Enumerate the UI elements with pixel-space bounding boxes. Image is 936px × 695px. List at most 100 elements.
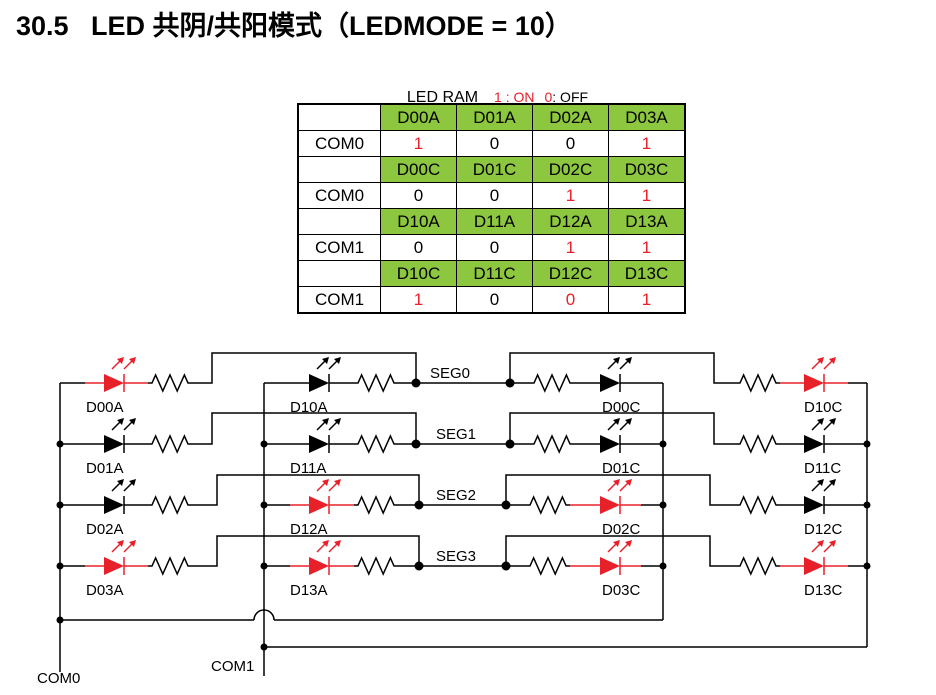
arrowhead-icon (613, 540, 620, 547)
arrowhead-icon (117, 479, 124, 486)
ram-bit-header: D12C (532, 260, 609, 287)
ram-bit-header: D13C (608, 260, 686, 287)
led-label: D03A (86, 582, 124, 599)
resistor-icon (354, 556, 398, 576)
led-diode-icon (804, 557, 824, 575)
resistor-icon (148, 556, 192, 576)
ram-bit-header: D01A (456, 103, 533, 131)
arrowhead-icon (625, 479, 632, 486)
led-diode-icon (804, 496, 824, 514)
arrowhead-icon (117, 540, 124, 547)
ram-empty-cell (297, 208, 381, 235)
arrowhead-icon (322, 357, 329, 364)
junction-dot (56, 440, 64, 448)
legend-on: 1 : ON (494, 89, 535, 105)
led-diode-icon (804, 374, 824, 392)
ram-bit-header: D11C (456, 260, 533, 287)
arrowhead-icon (613, 357, 620, 364)
legend-off-value: 0 (544, 89, 553, 105)
resistor-icon (354, 434, 398, 454)
ram-bit-value: 1 (608, 182, 686, 209)
ram-empty-cell (297, 260, 381, 287)
led-label: D01A (86, 460, 124, 477)
ram-com-label: COM0 (297, 182, 381, 209)
arrowhead-icon (625, 418, 632, 425)
arrowhead-icon (613, 418, 620, 425)
arrowhead-icon (829, 479, 836, 486)
arrowhead-icon (817, 357, 824, 364)
led-diode-icon (309, 496, 329, 514)
arrowhead-icon (829, 540, 836, 547)
ram-bit-value: 0 (456, 234, 533, 261)
arrowhead-icon (129, 418, 136, 425)
led-diode-icon (104, 435, 124, 453)
ram-bit-value: 0 (456, 130, 533, 157)
arrowhead-icon (613, 479, 620, 486)
arrowhead-icon (322, 540, 329, 547)
arrowhead-icon (829, 357, 836, 364)
arrowhead-icon (334, 418, 341, 425)
resistor-icon (354, 495, 398, 515)
seg-wire (505, 474, 736, 506)
led-label: D00A (86, 399, 124, 416)
legend-label: LED RAM (406, 89, 479, 106)
arrowhead-icon (829, 418, 836, 425)
led-diode-icon (309, 435, 329, 453)
led-label: D10A (290, 399, 328, 416)
led-diode-icon (309, 557, 329, 575)
led-diode-icon (104, 557, 124, 575)
led-label: D01C (602, 460, 641, 477)
ram-bit-value: 0 (380, 234, 457, 261)
led-label: D10C (804, 399, 843, 416)
arrowhead-icon (322, 418, 329, 425)
resistor-icon (354, 373, 398, 393)
ram-bit-value: 1 (532, 234, 609, 261)
resistor-icon (736, 373, 780, 393)
ram-com-label: COM1 (297, 234, 381, 261)
junction-dot (260, 440, 268, 448)
arrowhead-icon (117, 357, 124, 364)
ram-bit-header: D10C (380, 260, 457, 287)
seg-wire (192, 352, 417, 384)
led-label: D02C (602, 521, 641, 538)
seg-label: SEG1 (436, 426, 476, 443)
junction-dot (260, 643, 268, 651)
resistor-icon (736, 434, 780, 454)
arrowhead-icon (817, 479, 824, 486)
ram-bit-value: 1 (608, 286, 686, 314)
led-label: D11C (804, 460, 841, 477)
led-label: D02A (86, 521, 124, 538)
seg-wire (192, 474, 420, 506)
arrowhead-icon (129, 479, 136, 486)
ram-com-label: COM1 (297, 286, 381, 314)
seg-wire (509, 412, 736, 445)
resistor-icon (736, 495, 780, 515)
arrowhead-icon (322, 479, 329, 486)
resistor-icon (148, 434, 192, 454)
seg-wire (505, 535, 736, 567)
resistor-icon (736, 556, 780, 576)
led-label: D12C (804, 521, 843, 538)
arrowhead-icon (117, 418, 124, 425)
ram-bit-value: 0 (456, 182, 533, 209)
led-label: D13A (290, 582, 328, 599)
ram-bit-header: D02C (532, 156, 609, 183)
ram-bit-value: 0 (532, 286, 609, 314)
arrowhead-icon (129, 540, 136, 547)
arrowhead-icon (625, 357, 632, 364)
led-circuit-diagram: D00AD01AD02AD03AD10AD11AD12AD13ASEG0SEG1… (37, 352, 871, 687)
led-diode-icon (104, 496, 124, 514)
ram-bit-value: 0 (456, 286, 533, 314)
junction-dot (56, 501, 64, 509)
seg-label: SEG2 (436, 487, 476, 504)
led-label: D00C (602, 399, 641, 416)
arrowhead-icon (129, 357, 136, 364)
led-diode-icon (600, 496, 620, 514)
